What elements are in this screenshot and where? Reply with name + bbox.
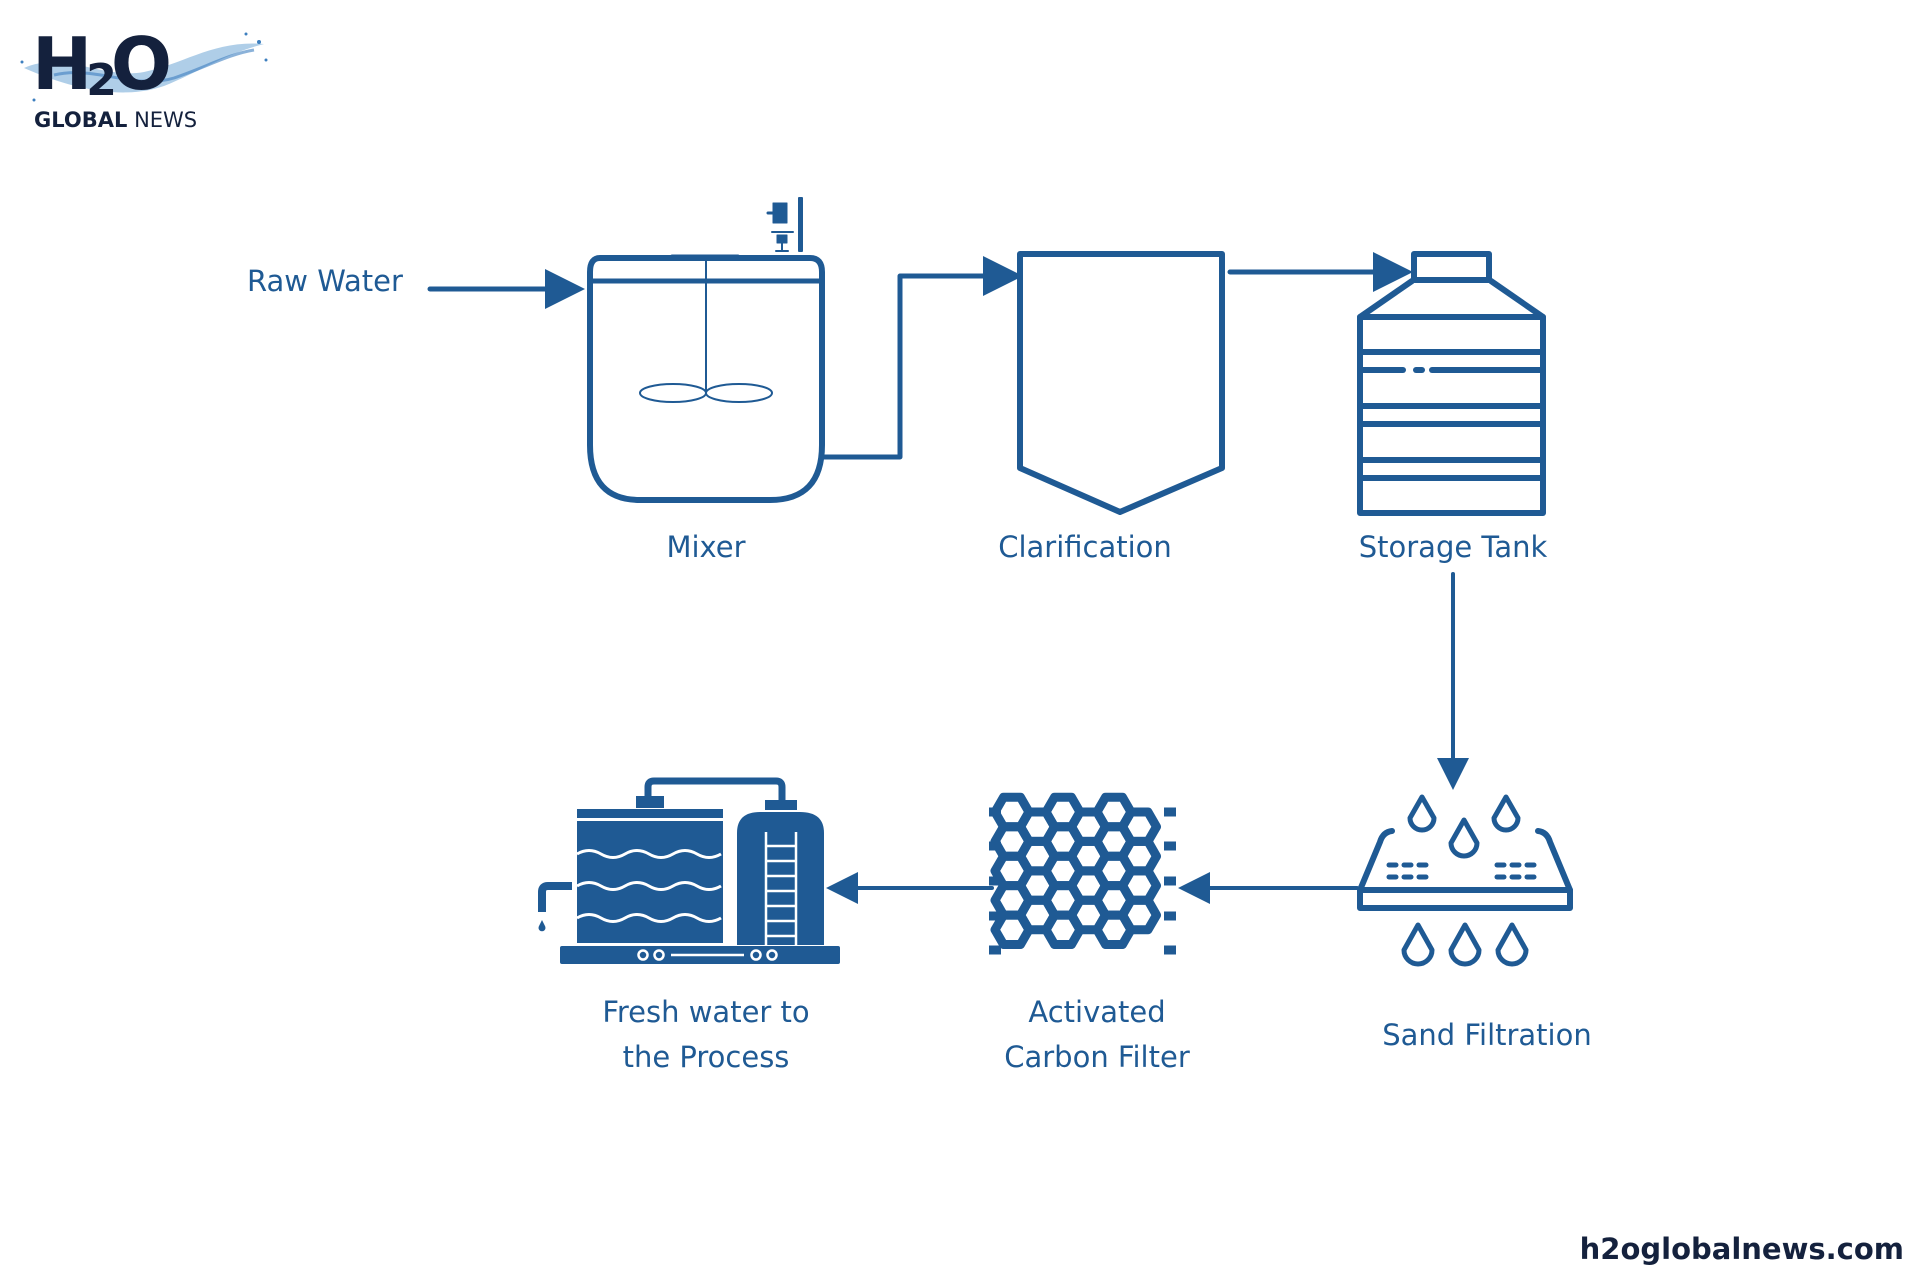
- clarification-label: Clarification: [998, 530, 1172, 564]
- sand-filter-icon: [1357, 794, 1573, 967]
- brand-logo: H2O GLOBAL NEWS: [14, 20, 274, 140]
- water-splash-icon: [20, 32, 268, 102]
- carbon-filter-label-line2: Carbon Filter: [1004, 1040, 1190, 1074]
- carbon-filter-label-line1: Activated: [1028, 995, 1166, 1029]
- fresh-water-label-line2: the Process: [622, 1040, 790, 1074]
- sand-filtration-label: Sand Filtration: [1382, 1018, 1592, 1052]
- mixer-label: Mixer: [666, 530, 746, 564]
- clarifier-icon: [1017, 251, 1225, 515]
- storage-tank-icon: [1357, 251, 1546, 516]
- motor-icon: [766, 197, 803, 252]
- logo-tagline: GLOBAL NEWS: [34, 108, 198, 132]
- logo-wordmark: H2O: [32, 22, 172, 106]
- storage-tank-label: Storage Tank: [1358, 530, 1548, 564]
- fresh-water-label-line1: Fresh water to: [602, 995, 810, 1029]
- hexagon-cell: [1118, 895, 1161, 935]
- arrow-mixer-to-clarification: [821, 256, 1023, 460]
- raw-water-label: Raw Water: [247, 264, 403, 298]
- website-url: h2oglobalnews.com: [1579, 1232, 1904, 1266]
- mixer-tank-icon: [587, 254, 825, 503]
- honeycomb-filter-icon: [989, 792, 1176, 955]
- fresh-water-tanks-icon: [538, 777, 840, 964]
